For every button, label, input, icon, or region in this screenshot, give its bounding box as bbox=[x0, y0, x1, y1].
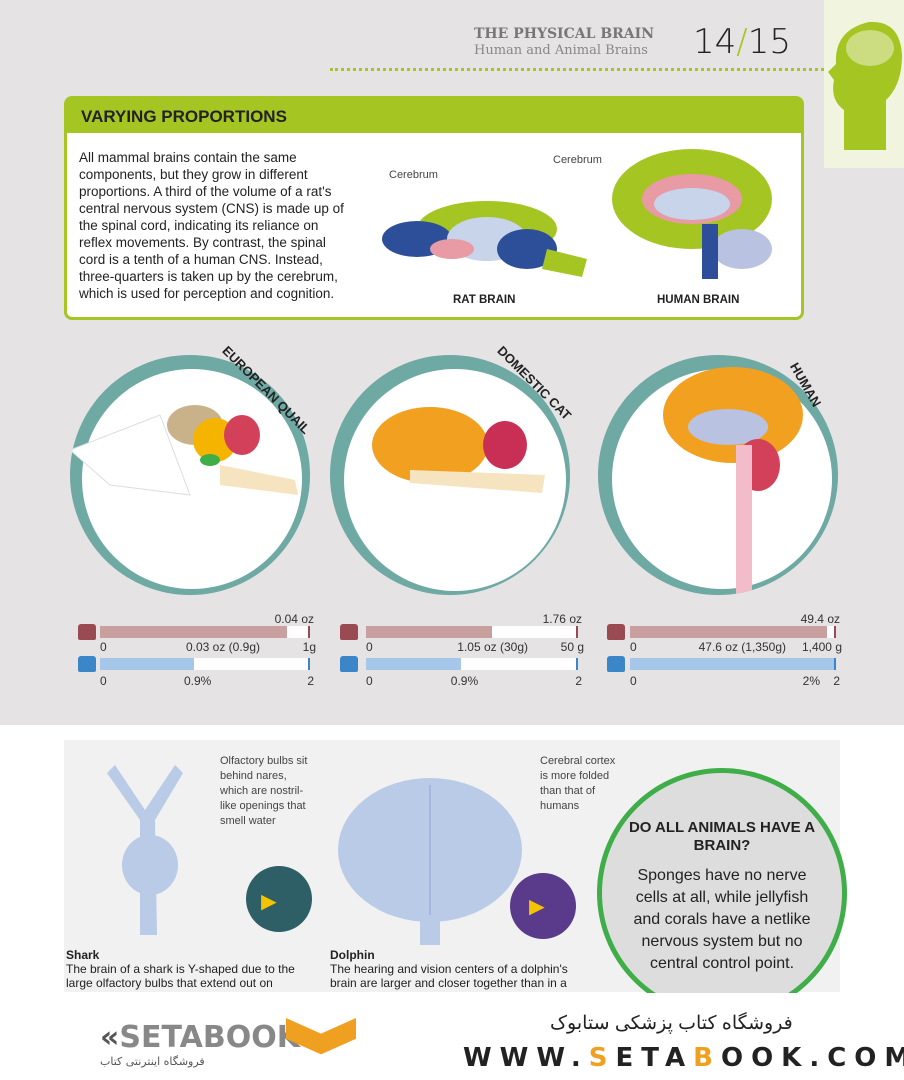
weight-value: 1.05 oz (30g) bbox=[457, 640, 528, 654]
percent-end: 2 bbox=[833, 674, 840, 688]
url-part: OOK.COM bbox=[720, 1043, 904, 1073]
human-brain-illustration bbox=[612, 149, 772, 279]
weight-value: 47.6 oz (1,350g) bbox=[698, 640, 786, 654]
percent-value: 0.9% bbox=[450, 674, 479, 688]
head-brain-icon bbox=[828, 21, 902, 150]
weight-bar bbox=[100, 626, 310, 638]
quail-brain-illustration bbox=[70, 405, 298, 496]
watermark-fa: فروشگاه کتاب پزشکی ستابوک bbox=[550, 1013, 793, 1034]
watermark-url: WWW.SETABOOK.COM bbox=[463, 1043, 904, 1073]
weight-icon bbox=[78, 624, 96, 640]
cat-brain-illustration bbox=[372, 407, 545, 493]
page-sep: / bbox=[736, 22, 748, 62]
section-subtitle: Human and Animal Brains bbox=[474, 43, 648, 58]
percent-value: 2% bbox=[802, 674, 820, 688]
weight-zero: 0 bbox=[630, 640, 637, 654]
percent-zero: 0 bbox=[100, 674, 107, 688]
shark-title: Shark bbox=[66, 948, 100, 962]
shark-brain-illustration bbox=[107, 765, 183, 935]
shark-note: Olfactory bulbs sit behind nares, which … bbox=[220, 755, 308, 827]
weight-zero: 0 bbox=[366, 640, 373, 654]
weight-zero: 0 bbox=[100, 640, 107, 654]
weight-end: 50 g bbox=[560, 640, 584, 654]
human-brain-caption: HUMAN BRAIN bbox=[657, 294, 740, 306]
weight-bar bbox=[630, 626, 836, 638]
weight-end: 1,400 g bbox=[801, 640, 842, 654]
percent-icon bbox=[607, 656, 625, 672]
box-title: VARYING PROPORTIONS bbox=[67, 99, 801, 133]
percent-end: 2 bbox=[575, 674, 582, 688]
rat-brain-illustration bbox=[382, 201, 587, 277]
percent-bar bbox=[100, 658, 310, 670]
quail-circle bbox=[70, 355, 310, 595]
weight-max-oz: 1.76 oz bbox=[542, 612, 582, 626]
logo-sub: فروشگاه اینترنتی کتاب bbox=[100, 1055, 205, 1068]
human-head-brain-illustration bbox=[663, 367, 803, 595]
url-part: WWW. bbox=[463, 1043, 589, 1073]
weight-icon bbox=[607, 624, 625, 640]
dolphin-title: Dolphin bbox=[330, 948, 375, 962]
url-part: B bbox=[693, 1043, 721, 1073]
rat-cerebrum-label: Cerebrum bbox=[389, 169, 438, 181]
url-part: ETA bbox=[615, 1043, 694, 1073]
callout-text: Sponges have no nerve cells at all, whil… bbox=[633, 867, 811, 972]
percent-value: 0.9% bbox=[184, 674, 212, 688]
url-part: S bbox=[588, 1043, 616, 1073]
chapter-tab bbox=[824, 0, 904, 168]
page-left: 14 bbox=[693, 22, 737, 62]
weight-max-oz: 0.04 oz bbox=[274, 612, 314, 626]
callout-title: DO ALL ANIMALS HAVE A BRAIN? bbox=[628, 819, 816, 854]
dolphin-note: Cerebral cortex is more folded than that… bbox=[540, 755, 616, 812]
shark-body: The brain of a shark is Y-shaped due to … bbox=[66, 962, 295, 990]
page-numbers: 14/15 bbox=[693, 22, 791, 62]
rat-brain-caption: RAT BRAIN bbox=[453, 294, 516, 306]
percent-icon bbox=[78, 656, 96, 672]
page-right: 15 bbox=[747, 22, 791, 62]
percent-icon bbox=[340, 656, 358, 672]
percent-zero: 0 bbox=[366, 674, 373, 688]
percent-bar bbox=[366, 658, 578, 670]
callout-circle: DO ALL ANIMALS HAVE A BRAIN? Sponges have… bbox=[597, 768, 847, 1018]
weight-end: 1g bbox=[302, 640, 316, 654]
percent-bar bbox=[630, 658, 836, 670]
weight-value: 0.03 oz (0.9g) bbox=[185, 640, 260, 654]
weight-max-oz: 49.4 oz bbox=[800, 612, 840, 626]
varying-proportions-box: VARYING PROPORTIONS All mammal brains co… bbox=[64, 96, 804, 320]
shark-icon: ► bbox=[246, 866, 312, 932]
dolphin-brain-illustration bbox=[338, 778, 522, 945]
dolphin-body: The hearing and vision centers of a dolp… bbox=[330, 962, 568, 990]
dolphin-icon: ► bbox=[510, 873, 576, 939]
cat-circle bbox=[330, 355, 570, 595]
weight-icon bbox=[340, 624, 358, 640]
box-text: All mammal brains contain the same compo… bbox=[79, 150, 344, 301]
section-title: THE PHYSICAL BRAIN bbox=[474, 26, 654, 42]
watermark-bar bbox=[0, 993, 904, 1080]
percent-end: 2 bbox=[307, 674, 314, 688]
percent-zero: 0 bbox=[630, 674, 637, 688]
human-circle bbox=[598, 355, 838, 595]
dotted-divider bbox=[330, 68, 824, 71]
human-cerebrum-label: Cerebrum bbox=[553, 154, 602, 166]
weight-bar bbox=[366, 626, 578, 638]
